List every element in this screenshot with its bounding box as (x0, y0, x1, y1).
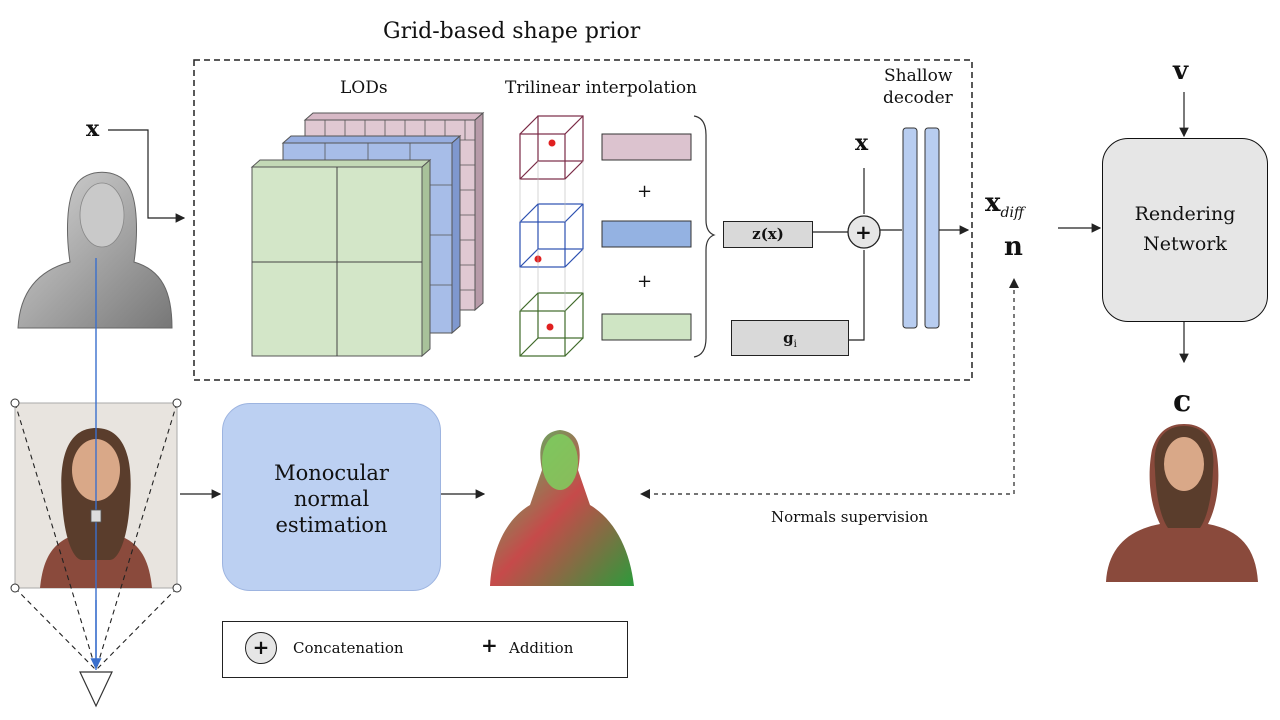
normal-map-image (490, 430, 634, 586)
n-label: n (1004, 232, 1023, 262)
feature-green (601, 313, 692, 341)
legend-add-icon: + (481, 633, 498, 657)
sample-point-3 (546, 323, 554, 331)
output-face-image (1106, 424, 1258, 582)
normals-arrowhead-left (640, 489, 650, 499)
zx-label: z(x) (752, 225, 784, 243)
legend-add-label: Addition (509, 639, 574, 657)
concat-plus: + (855, 220, 872, 244)
cube-guides (519, 161, 584, 311)
decoder-bar-2 (924, 127, 940, 329)
v-label: v (1173, 56, 1189, 86)
x-decoder-label: x (855, 130, 869, 156)
legend-box: + Concatenation + Addition (222, 621, 628, 678)
plus-sign-2: + (637, 271, 653, 292)
decoder-bar-1 (902, 127, 918, 329)
frustum-corners (10, 398, 182, 593)
g-subscript: i (793, 339, 797, 350)
legend-concat-label: Concatenation (293, 639, 404, 657)
plus-sign-1: + (637, 181, 653, 202)
rendering-network-box: Rendering Network (1102, 138, 1268, 322)
lods-label: LODs (340, 78, 388, 98)
feature-pink (601, 133, 692, 161)
monocular-estimation-box: Monocular normal estimation (222, 403, 441, 591)
x-input-label: x (86, 116, 100, 142)
diagram-title: Grid-based shape prior (383, 19, 641, 44)
normals-supervision-line (642, 282, 1015, 495)
rendering-label: Rendering (1134, 203, 1236, 225)
x-diff-main: x (985, 188, 1001, 218)
network-label: Network (1143, 233, 1227, 255)
camera-icon (79, 671, 113, 708)
decoder-label: decoder (883, 88, 953, 108)
normals-supervision-label: Normals supervision (771, 508, 929, 526)
normal-label: normal (293, 487, 370, 511)
x-input-arrow (108, 129, 186, 223)
legend-concat-icon: + (245, 632, 277, 664)
zx-box: z(x) (723, 221, 813, 248)
g-label: g (783, 329, 794, 347)
monocular-label: Monocular (274, 461, 389, 485)
mesh-head-image (17, 171, 173, 329)
lod-grid-green (250, 158, 432, 358)
cube-blue (519, 203, 584, 268)
shallow-label: Shallow (884, 66, 953, 86)
sample-point-1 (548, 139, 556, 147)
shape-prior-frame (193, 59, 973, 381)
cube-green (519, 292, 584, 357)
trilinear-label: Trilinear interpolation (505, 78, 697, 98)
x-diff-sub: diff (1000, 205, 1024, 222)
normals-arrowhead-up (1009, 278, 1019, 288)
camera-frustum (14, 402, 178, 671)
c-label: c (1173, 384, 1192, 419)
estimation-label: estimation (275, 513, 388, 537)
concat-circle (847, 215, 881, 249)
g-box: gi (731, 320, 849, 356)
ray-sample-box (90, 509, 102, 523)
cube-pink (519, 115, 584, 180)
x-diff-label: xdiff (985, 188, 1024, 221)
feature-blue (601, 220, 692, 248)
brace (693, 115, 716, 358)
g-to-concat-line (848, 250, 865, 341)
